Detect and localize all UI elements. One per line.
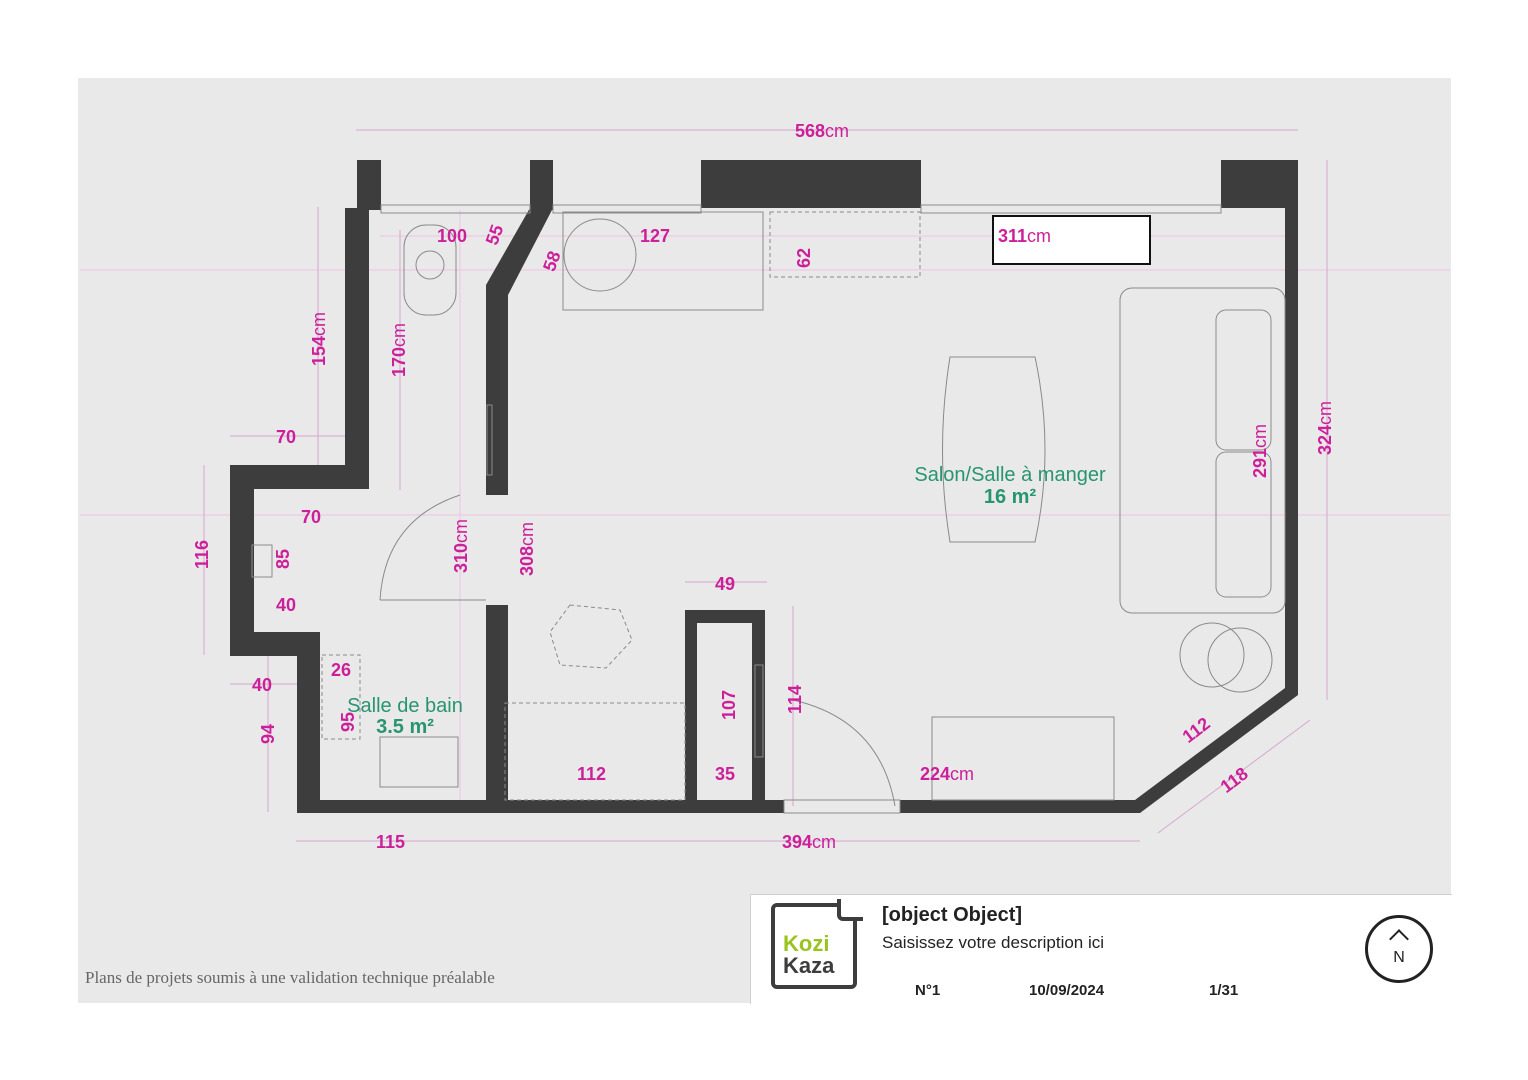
north-arrow-icon [1389, 929, 1409, 949]
dim-corridor-length: 310cm [451, 519, 471, 573]
dim-niche-height: 116 [192, 540, 212, 569]
dim-window-shelf: 311cm [998, 226, 1051, 246]
logo-text-kozi: Kozi [783, 931, 830, 956]
dim-top-total: 568cm [795, 121, 849, 141]
dim-wc-length: 170cm [389, 323, 409, 377]
project-title[interactable]: [object Object] [882, 904, 1023, 926]
dimension-labels: 568cm 311cm 100 55 58 127 62 154cm 170cm… [192, 121, 1335, 852]
shower [321, 654, 361, 740]
dim-bottom-left: 115 [376, 832, 405, 852]
windows [380, 204, 1222, 214]
logo-text-kaza: Kaza [783, 953, 835, 978]
dim-niche-width: 40 [276, 595, 296, 615]
room-area-bathroom: 3.5 m² [376, 716, 434, 738]
logo-notch [837, 899, 863, 921]
plan-page-count: 1/31 [1209, 982, 1239, 999]
plan-date: 10/09/2024 [1029, 982, 1105, 999]
dim-right-total: 324cm [1315, 401, 1335, 455]
chair [549, 604, 633, 669]
dim-bottom-total: 394cm [782, 832, 836, 852]
compass-icon: N [1365, 915, 1433, 983]
dim-left-upper: 154cm [309, 312, 329, 366]
dim-sofa-length: 291cm [1250, 424, 1270, 478]
dim-shower-depth: 95 [338, 712, 358, 732]
dimension-lines [203, 129, 1328, 842]
room-name-bathroom: Salle de bain [347, 695, 463, 717]
sink [379, 736, 459, 788]
dim-salon-left: 308cm [517, 522, 537, 576]
room-labels: Salon/Salle à manger 16 m² Salle de bain… [347, 464, 1106, 738]
dim-niche-depth: 85 [273, 549, 293, 569]
dim-corner-outer: 118 [1217, 763, 1252, 796]
dim-corner-diag: 112 [1179, 713, 1214, 746]
side-table [1179, 622, 1245, 688]
kitchen [504, 702, 686, 801]
dim-left-bottom: 94 [258, 724, 278, 744]
sofa [1119, 287, 1286, 614]
dim-closet-height: 107 [719, 690, 739, 720]
dim-closet-depth: 35 [715, 764, 735, 784]
room-name-salon: Salon/Salle à manger [914, 464, 1106, 486]
dim-door-height: 114 [785, 685, 805, 714]
room-area-salon: 16 m² [984, 486, 1037, 508]
brand-logo: Kozi Kaza [771, 899, 863, 989]
project-description[interactable]: Saisissez votre description ici [882, 933, 1105, 952]
dim-desk-width: 127 [640, 226, 670, 246]
dim-left-step-top: 70 [276, 427, 296, 447]
floor-plan-area: 568cm 311cm 100 55 58 127 62 154cm 170cm… [78, 78, 1451, 1003]
tv-unit [931, 716, 1115, 801]
furniture [251, 211, 1286, 814]
dining-table [942, 356, 1046, 543]
dim-shower-width: 26 [331, 660, 351, 680]
dim-kitchen-length: 112 [577, 764, 606, 784]
floor-plan: 568cm 311cm 100 55 58 127 62 154cm 170cm… [80, 121, 1450, 852]
cabinet [769, 211, 921, 278]
dim-cabinet-depth: 62 [794, 248, 814, 268]
dim-inner-step: 70 [301, 507, 321, 527]
plan-number: N°1 [915, 982, 941, 999]
dim-wc-width: 100 [437, 226, 467, 246]
compass-label: N [1393, 949, 1405, 966]
dim-left-step-bottom: 40 [252, 675, 272, 695]
wc-toilet [403, 224, 457, 316]
disclaimer-text: Plans de projets soumis à une validation… [85, 968, 495, 987]
dim-tv-unit: 224cm [920, 764, 974, 784]
dim-wc-diag: 55 [482, 222, 508, 248]
title-block: Kozi Kaza [object Object] Saisissez votr… [750, 894, 1452, 1004]
desk [562, 211, 764, 311]
dim-closet-width: 49 [715, 574, 735, 594]
window-shelf [992, 215, 1151, 265]
